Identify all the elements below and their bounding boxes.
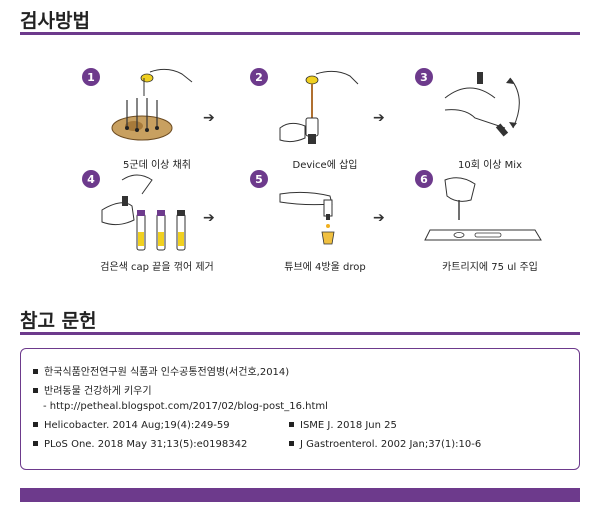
mix-illustration (444, 72, 520, 137)
step-number-badge: 3 (415, 68, 433, 86)
step-1: 1 5군데 이상 채취 (82, 68, 232, 173)
reference-item: PLoS One. 2018 May 31;13(5):e0198342 (33, 439, 247, 450)
bullet-icon (33, 387, 38, 393)
step-caption: 튜브에 4방울 drop (284, 262, 366, 273)
footer-bar (20, 488, 580, 502)
reference-item: 한국식품안전연구원 식품과 인수공통전염병(서건호,2014) (33, 363, 289, 378)
step-6: 6 카트리지에 75 ul 주입 (415, 170, 565, 275)
bullet-icon (289, 421, 294, 427)
bullet-icon (33, 368, 38, 374)
reference-url: - http://petheal.blogspot.com/2017/02/bl… (43, 401, 328, 412)
swab-sample-illustration (111, 68, 193, 141)
cartridge-illustration (424, 177, 542, 241)
drop-illustration (279, 191, 335, 245)
step-5: 5 튜브에 4방울 drop (250, 170, 400, 275)
bullet-icon (33, 421, 38, 427)
references-section-title: 참고 문헌 (20, 310, 97, 332)
reference-item: Helicobacter. 2014 Aug;19(4):249-59 (33, 420, 230, 431)
step-caption: 카트리지에 75 ul 주입 (442, 262, 538, 273)
step-4: 4 검은색 cap 끝을 꺾어 제거 (82, 170, 232, 275)
arrow-right-icon: ➔ (203, 210, 215, 226)
step-number-badge: 2 (250, 68, 268, 86)
device-insert-illustration (279, 70, 359, 144)
bullet-icon (33, 440, 38, 446)
references-title-rule (20, 332, 580, 335)
step-2: 2 Device에 삽입 (250, 68, 400, 173)
step-caption: 5군데 이상 채취 (123, 160, 191, 171)
references-box: 한국식품안전연구원 식품과 인수공통전염병(서건호,2014) 반려동물 건강하… (20, 348, 580, 470)
step-number-badge: 6 (415, 170, 433, 188)
step-caption: 검은색 cap 끝을 꺾어 제거 (100, 262, 214, 273)
step-caption: Device에 삽입 (292, 160, 358, 171)
reference-item: J Gastroenterol. 2002 Jan;37(1):10-6 (289, 439, 481, 450)
arrow-right-icon: ➔ (373, 210, 385, 226)
arrow-right-icon: ➔ (203, 110, 215, 126)
arrow-right-icon: ➔ (373, 110, 385, 126)
step-3: 3 10회 이상 Mix (415, 68, 565, 173)
step-number-badge: 4 (82, 170, 100, 188)
tube-3 (176, 210, 186, 251)
tube-2 (156, 210, 166, 251)
cap-remove-illustration (101, 174, 186, 251)
bullet-icon (289, 440, 294, 446)
reference-item: 반려동물 건강하게 키우기 (33, 382, 152, 397)
step-number-badge: 1 (82, 68, 100, 86)
method-section-title: 검사방법 (20, 10, 90, 32)
reference-item: ISME J. 2018 Jun 25 (289, 420, 397, 431)
tube-1 (136, 210, 146, 251)
method-title-rule (20, 32, 580, 35)
step-number-badge: 5 (250, 170, 268, 188)
step-caption: 10회 이상 Mix (457, 160, 522, 171)
